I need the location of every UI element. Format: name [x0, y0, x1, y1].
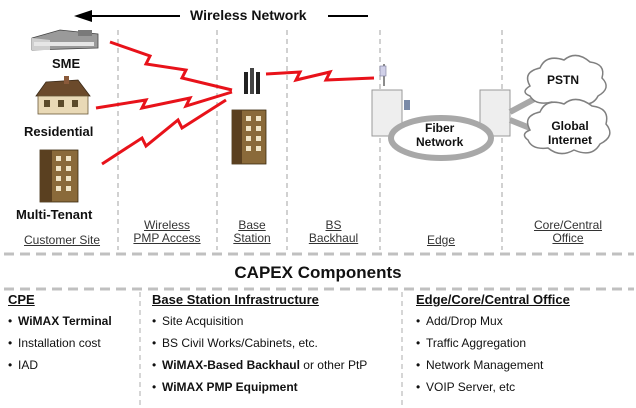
bullet-icon: • [416, 358, 421, 372]
pstn-cloud [524, 54, 607, 107]
site-label-sme: SME [52, 56, 81, 71]
base-station-building-icon [231, 109, 267, 165]
wireless-network-arrow [74, 10, 368, 22]
capex-item: • BS Civil Works/Cabinets, etc. [152, 332, 367, 354]
capex-item: • Traffic Aggregation [416, 332, 543, 354]
global-internet-label: Global Internet [548, 119, 593, 147]
capex-item-suffix: or other PtP [299, 358, 368, 372]
cpe-header: CPE [8, 292, 35, 307]
capex-item: • WiMAX Terminal [8, 310, 112, 332]
wireless-link-backhaul [265, 69, 375, 83]
capex-item: • Site Acquisition [152, 310, 367, 332]
base-station-antenna-icon [244, 68, 260, 94]
zone-base-station: Base Station [233, 218, 271, 245]
zone-customer-site: Customer Site [23, 233, 101, 247]
bullet-icon: • [152, 380, 157, 394]
capex-item: • WiMAX-Based Backhaul or other PtP [152, 354, 367, 376]
zone-core-central-office: Core/Central Office [533, 218, 603, 245]
capex-item-text: BS Civil Works/Cabinets, etc. [162, 336, 318, 350]
zone-wireless-pmp-access: Wireless PMP Access [133, 218, 201, 245]
bullet-icon: • [416, 380, 421, 394]
bullet-icon: • [8, 314, 13, 328]
capex-item: • IAD [8, 354, 112, 376]
fiber-network-ring [388, 115, 494, 161]
capex-item: • Network Management [416, 354, 543, 376]
capex-item-text: IAD [18, 358, 39, 372]
fiber-network-label: Fiber Network [416, 121, 464, 149]
zone-edge: Edge [426, 233, 456, 247]
site-label-multi-tenant: Multi-Tenant [16, 207, 93, 222]
edge-list: • Add/Drop Mux • Traffic Aggregation • Networ… [416, 310, 543, 398]
bullet-icon: • [8, 336, 13, 350]
capex-item: • WiMAX PMP Equipment [152, 376, 367, 398]
capex-item-text: WiMAX-Based Backhaul [162, 358, 300, 372]
zone-bs-backhaul: BS Backhaul [308, 218, 359, 245]
capex-item-text: WiMAX PMP Equipment [162, 380, 298, 394]
capex-item-text: Installation cost [18, 336, 101, 350]
capex-title: CAPEX Components [234, 263, 402, 282]
backhaul-antenna-icon [379, 64, 387, 86]
wireless-link-multitenant [101, 98, 227, 166]
bullet-icon: • [152, 358, 157, 372]
pstn-label: PSTN [547, 73, 580, 87]
capex-item-text: Traffic Aggregation [426, 336, 527, 350]
house-icon [35, 76, 91, 115]
bullet-icon: • [152, 336, 157, 350]
bsi-header: Base Station Infrastructure [152, 292, 319, 307]
capex-item-text: WiMAX Terminal [18, 314, 112, 328]
capex-item: • Add/Drop Mux [416, 310, 543, 332]
edge-header: Edge/Core/Central Office [416, 292, 570, 307]
wireless-links [95, 40, 375, 166]
internet-cloud [523, 98, 611, 155]
wireless-link-residential [95, 90, 233, 111]
cpe-list: • WiMAX Terminal • Installation cost • IAD [8, 310, 112, 376]
bullet-icon: • [152, 314, 157, 328]
wireless-network-title: Wireless Network [190, 7, 307, 23]
capex-item-text: Network Management [426, 358, 544, 372]
site-label-residential: Residential [24, 124, 94, 139]
tower-building-icon [39, 149, 79, 203]
bsi-list: • Site Acquisition • BS Civil Works/Cabinet… [152, 310, 367, 398]
sme-building-icon [31, 29, 99, 51]
capex-item: • Installation cost [8, 332, 112, 354]
bullet-icon: • [416, 314, 421, 328]
wireless-link-sme [109, 40, 233, 92]
capex-item-text: Add/Drop Mux [426, 314, 503, 328]
capex-item-text: VOIP Server, etc [426, 380, 516, 394]
bullet-icon: • [416, 336, 421, 350]
bullet-icon: • [8, 358, 13, 372]
capex-item: • VOIP Server, etc [416, 376, 543, 398]
capex-item-text: Site Acquisition [162, 314, 244, 328]
